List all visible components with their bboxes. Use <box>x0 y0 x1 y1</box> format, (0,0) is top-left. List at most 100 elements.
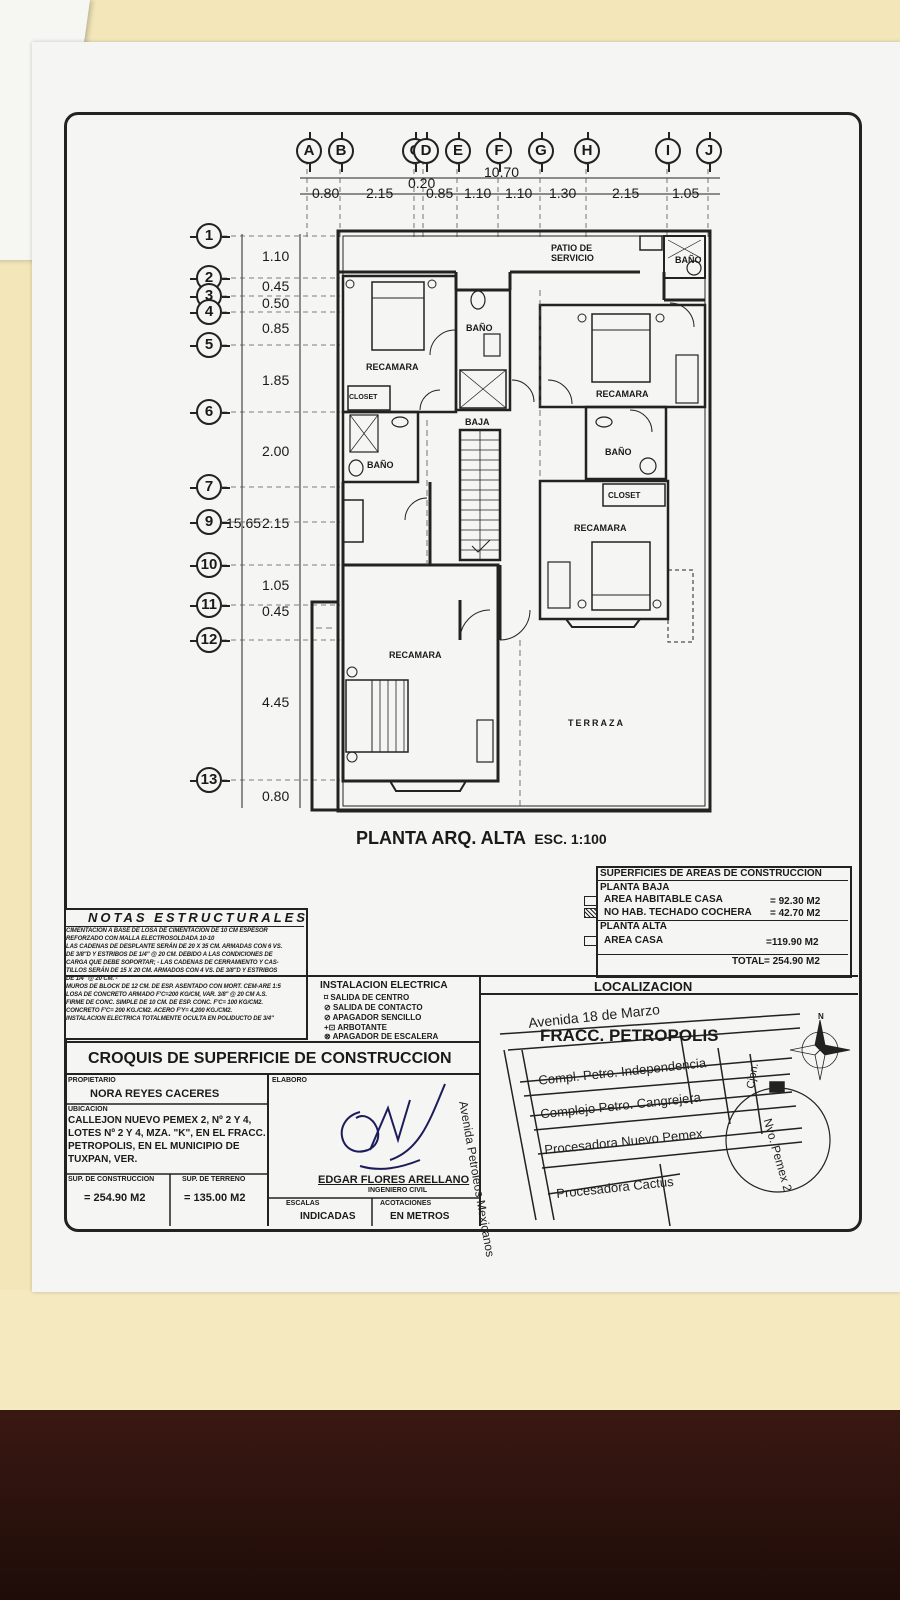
room-label-bano: BAÑO <box>605 447 632 457</box>
side-dimension: 1.05 <box>262 577 290 593</box>
side-dimension: 4.45 <box>262 694 290 710</box>
top-dimension: 1.10 <box>505 185 533 201</box>
side-dimension: 0.85 <box>262 320 290 336</box>
axis-bubble-col: E <box>445 132 471 172</box>
room-label-recamara: RECAMARA <box>596 389 649 399</box>
electric-item: ⊗ APAGADOR DE ESCALERA <box>324 1032 438 1041</box>
room-label-bano: BAÑO <box>675 255 702 265</box>
axis-bubble-col: G <box>528 132 554 172</box>
axis-bubble-col: D <box>413 132 439 172</box>
room-label-closet: CLOSET <box>608 491 641 500</box>
area-row-label: NO HAB. TECHADO COCHERA <box>604 907 752 918</box>
axis-bubble-row: 12 <box>190 627 230 653</box>
total-label: TOTAL <box>732 956 765 967</box>
electric-item: ⊘ SALIDA DE CONTACTO <box>324 1003 423 1012</box>
ubicacion-line: PETROPOLIS, EN EL MUNICIPIO DE <box>68 1141 240 1152</box>
ubicacion-line: CALLEJON NUEVO PEMEX 2, Nº 2 Y 4, <box>68 1115 252 1126</box>
side-dimension: 0.45 <box>262 603 290 619</box>
acotaciones-value: EN METROS <box>390 1211 450 1222</box>
electric-item: +⊡ ARBOTANTE <box>324 1023 387 1032</box>
sup-construccion-value: = 254.90 M2 <box>84 1192 146 1204</box>
note-line: LOSA DE CONCRETO ARMADO F'C=200 KG/CM, V… <box>66 992 267 998</box>
areas-title: SUPERFICIES DE AREAS DE CONSTRUCCION <box>600 868 822 879</box>
top-total-dimension: 10.70 <box>484 164 520 180</box>
note-line: CARGA QUE DEBE SOPORTAR; - LAS CADENAS D… <box>66 960 279 966</box>
side-total-dimension: 15.65 <box>226 515 262 531</box>
sup-terreno-value: = 135.00 M2 <box>184 1192 246 1204</box>
plan-sheet <box>32 42 900 1292</box>
outlet-center-icon: ⌑ <box>324 993 329 1002</box>
planta-alta-label: PLANTA ALTA <box>600 921 668 932</box>
electric-item: ⊘ APAGADOR SENCILLO <box>324 1013 421 1022</box>
axis-bubble-row: 5 <box>190 332 230 358</box>
note-line: TILLOS SERÁN DE 15 X 20 CM. ARMADOS CON … <box>66 968 278 974</box>
electric-item-label: SALIDA DE CONTACTO <box>332 1003 423 1012</box>
side-dimension: 0.45 <box>262 278 290 294</box>
localizacion-title: LOCALIZACION <box>594 979 693 994</box>
ubicacion-label: UBICACION <box>68 1106 108 1113</box>
north-label: N <box>818 1012 824 1021</box>
side-dimension: 1.10 <box>262 248 290 264</box>
room-label-closet: CLOSET <box>349 394 378 401</box>
side-dimension: 0.50 <box>262 295 290 311</box>
sup-construccion-label: SUP. DE CONSTRUCCION <box>68 1176 155 1183</box>
area-row-value: = 42.70 M2 <box>770 908 821 919</box>
note-line: DE 1/4" @ 20 CM. - <box>66 976 118 982</box>
area-row-label: AREA HABITABLE CASA <box>604 894 723 905</box>
elaboro-role: INGENIERO CIVIL <box>368 1187 428 1194</box>
note-line: INSTALACION ELECTRICA TOTALMENTE OCULTA … <box>66 1016 274 1022</box>
notes-title: NOTAS ESTRUCTURALES <box>88 910 308 925</box>
escalas-label: ESCALAS <box>286 1200 320 1207</box>
sheet-frame <box>64 112 862 1232</box>
legend-swatch-habitable <box>584 896 598 906</box>
fracc-label: FRACC. PETROPOLIS <box>540 1026 719 1045</box>
axis-bubble-row: 10 <box>190 552 230 578</box>
electric-item-label: APAGADOR SENCILLO <box>332 1013 422 1022</box>
axis-bubble-row: 1 <box>190 223 230 249</box>
room-label-baja: BAJA <box>465 417 490 427</box>
side-dimension: 1.85 <box>262 372 290 388</box>
elaboro-label: ELABORO <box>272 1077 307 1084</box>
top-dimension: 1.05 <box>672 185 700 201</box>
top-dimension: 2.15 <box>366 185 394 201</box>
top-dimension: 1.10 <box>464 185 492 201</box>
note-line: MUROS DE BLOCK DE 12 CM. DE ESP. ASENTAD… <box>66 984 281 990</box>
axis-bubble-row: 13 <box>190 767 230 793</box>
area-row-value: =119.90 M2 <box>766 937 819 948</box>
electric-item-label: APAGADOR DE ESCALERA <box>332 1032 439 1041</box>
switch-icon: ⊘ <box>324 1013 331 1022</box>
plan-scale: ESC. 1:100 <box>534 831 607 847</box>
top-dimension: 0.80 <box>312 185 340 201</box>
top-dimension: 0.85 <box>426 185 454 201</box>
room-label-recamara: RECAMARA <box>574 523 627 533</box>
ubicacion-line: TUXPAN, VER. <box>68 1154 138 1165</box>
axis-bubble-col: A <box>296 132 322 172</box>
stair-switch-icon: ⊗ <box>324 1032 331 1041</box>
room-label-recamara: RECAMARA <box>366 362 419 372</box>
escalas-value: INDICADAS <box>300 1211 356 1222</box>
top-dimension: 0.20 <box>408 175 436 191</box>
note-line: CIMENTACION A BASE DE LOSA DE CIMENTACIO… <box>66 928 268 934</box>
room-label-patio: PATIO DE SERVICIO <box>551 243 594 263</box>
axis-bubble-row: 9 <box>190 509 230 535</box>
room-label-recamara: RECAMARA <box>389 650 442 660</box>
room-label-terraza: TERRAZA <box>568 718 625 728</box>
axis-bubble-col: J <box>696 132 722 172</box>
elaboro-name: EDGAR FLORES ARELLANO <box>318 1174 470 1186</box>
area-row-label: AREA CASA <box>604 935 664 946</box>
sup-terreno-label: SUP. DE TERRENO <box>182 1176 246 1183</box>
axis-bubble-col: H <box>574 132 600 172</box>
room-label-bano: BAÑO <box>466 323 493 333</box>
plan-title: PLANTA ARQ. ALTA ESC. 1:100 <box>356 828 607 849</box>
room-label-bano: BAÑO <box>367 460 394 470</box>
wall-lamp-icon: +⊡ <box>324 1023 336 1032</box>
location-map <box>499 1013 851 1226</box>
areas-table <box>596 866 852 978</box>
axis-bubble-row: 6 <box>190 399 230 425</box>
axis-bubble-row: 4 <box>190 299 230 325</box>
outlet-contact-icon: ⊘ <box>324 1003 331 1012</box>
axis-bubble-row: 11 <box>190 592 230 618</box>
notes-box <box>64 908 308 1040</box>
ubicacion-line: LOTES Nº 2 Y 4, MZA. "K", EN EL FRACC. <box>68 1128 266 1139</box>
acotaciones-label: ACOTACIONES <box>380 1200 432 1207</box>
